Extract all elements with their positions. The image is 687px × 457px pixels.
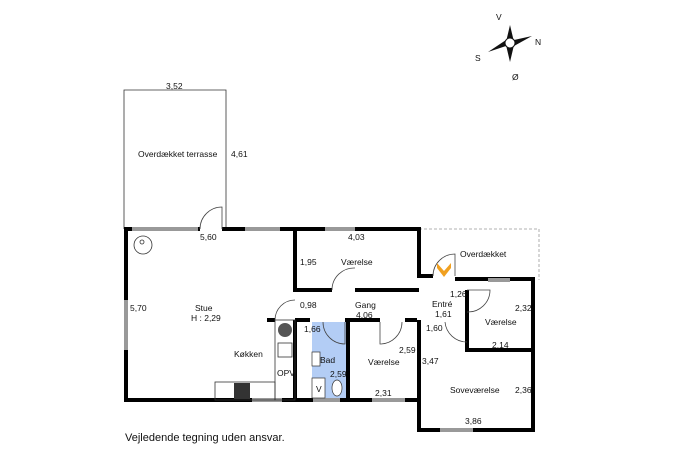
hob-icon bbox=[234, 383, 250, 399]
entry-arrow-icon bbox=[437, 263, 451, 277]
overdaekket-label: Overdækket bbox=[460, 249, 507, 259]
gang-depth: 0,98 bbox=[300, 300, 317, 310]
sink-icon bbox=[277, 342, 293, 358]
stove-fan-icon bbox=[278, 323, 292, 337]
entre-width: 1,26 bbox=[450, 289, 467, 299]
toilet-icon bbox=[331, 379, 343, 397]
compass-o: Ø bbox=[512, 72, 519, 82]
vaerelse1-width: 4,03 bbox=[348, 232, 365, 242]
stue-height: H : 2,29 bbox=[191, 313, 221, 323]
bad-width: 1,66 bbox=[304, 324, 321, 334]
terrace-width: 3,52 bbox=[166, 81, 183, 91]
gang-width: 4,06 bbox=[356, 310, 373, 320]
bad-v-label: V bbox=[316, 384, 322, 394]
entre-extra: 1,60 bbox=[426, 323, 443, 333]
compass-s: S bbox=[475, 53, 481, 63]
vaerelse3-width: 2,14 bbox=[492, 340, 509, 350]
bad-label: Bad bbox=[320, 355, 335, 365]
bad-depth: 2,59 bbox=[330, 369, 347, 379]
sovevaerelse-width: 3,86 bbox=[465, 416, 482, 426]
entre-label: Entré bbox=[432, 299, 453, 309]
compass-icon: V N S Ø bbox=[475, 12, 541, 82]
stove-icon bbox=[133, 235, 153, 255]
kokken-label: Køkken bbox=[234, 349, 263, 359]
compass-n: N bbox=[535, 37, 541, 47]
stue-depth: 5,70 bbox=[130, 303, 147, 313]
stue-label: Stue bbox=[195, 303, 213, 313]
disclaimer: Vejledende tegning uden ansvar. bbox=[125, 432, 285, 444]
vaerelse1-label: Værelse bbox=[341, 257, 373, 267]
vaerelse2-depth: 2,59 bbox=[399, 345, 416, 355]
gang-label: Gang bbox=[355, 300, 376, 310]
sovevaerelse-label: Soveværelse bbox=[450, 385, 500, 395]
sovevaerelse-extra: 3,47 bbox=[422, 356, 439, 366]
entre-depth: 1,61 bbox=[435, 309, 452, 319]
compass-v: V bbox=[496, 12, 502, 22]
sovevaerelse-depth: 2,36 bbox=[515, 385, 532, 395]
stue-width: 5,60 bbox=[200, 232, 217, 242]
terrace-label: Overdækket terrasse bbox=[138, 149, 218, 159]
vaerelse1-depth: 1,95 bbox=[300, 257, 317, 267]
vaerelse2-width: 2,31 bbox=[375, 388, 392, 398]
opv-label: OPV bbox=[277, 368, 295, 378]
vaerelse3-label: Værelse bbox=[485, 317, 517, 327]
vaerelse3-depth: 2,32 bbox=[515, 303, 532, 313]
washbasin-icon bbox=[311, 351, 321, 367]
terrace-depth: 4,61 bbox=[231, 149, 248, 159]
vaerelse2-label: Værelse bbox=[368, 357, 400, 367]
